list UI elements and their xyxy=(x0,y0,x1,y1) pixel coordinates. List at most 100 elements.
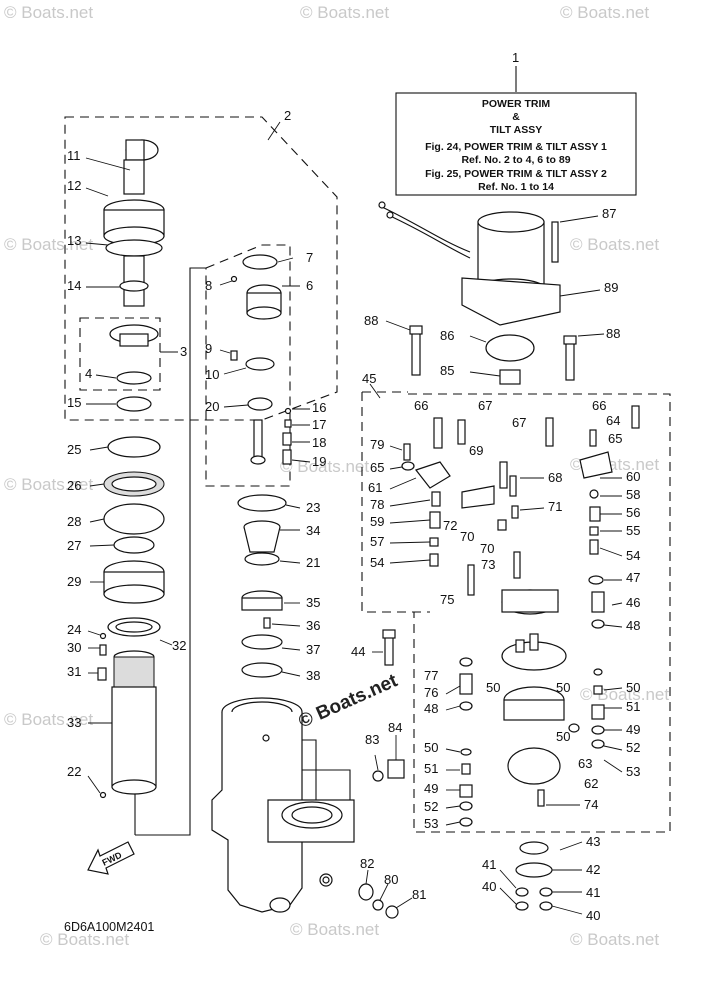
group-boundaries xyxy=(64,116,671,836)
title-line-4: Fig. 24, POWER TRIM & TILT ASSY 1 xyxy=(425,141,607,153)
callout-10: 10 xyxy=(205,367,219,382)
callout-16: 16 xyxy=(312,400,326,415)
callout-46: 46 xyxy=(626,595,640,610)
callout-54b: 54 xyxy=(626,548,640,563)
callout-35: 35 xyxy=(306,595,320,610)
callout-61: 61 xyxy=(368,480,382,495)
callout-81: 81 xyxy=(412,887,426,902)
callout-37: 37 xyxy=(306,642,320,657)
callout-65b: 65 xyxy=(370,460,384,475)
callout-33: 33 xyxy=(67,715,81,730)
callout-88b: 88 xyxy=(606,326,620,341)
callout-59: 59 xyxy=(370,514,384,529)
title-line-7: Ref. No. 1 to 14 xyxy=(478,181,554,193)
fwd-arrow: FWD xyxy=(87,841,135,875)
callout-51: 51 xyxy=(626,699,640,714)
callout-65: 65 xyxy=(608,431,622,446)
callout-50e: 50 xyxy=(424,740,438,755)
callout-71: 71 xyxy=(548,499,562,514)
tilt-ram-top xyxy=(103,139,165,412)
main-housing xyxy=(211,697,355,913)
callout-68: 68 xyxy=(548,470,562,485)
callout-53b: 53 xyxy=(424,816,438,831)
callout-40b: 40 xyxy=(586,908,600,923)
callout-30: 30 xyxy=(67,640,81,655)
title-line-5: Ref. No. 2 to 4, 6 to 89 xyxy=(461,154,570,166)
callout-36: 36 xyxy=(306,618,320,633)
tilt-cylinder-parts xyxy=(97,436,165,799)
callout-21: 21 xyxy=(306,555,320,570)
callout-50c: 50 xyxy=(626,680,640,695)
callout-49: 49 xyxy=(626,722,640,737)
watermark-text: © Boats.net xyxy=(300,3,389,22)
callout-80: 80 xyxy=(384,872,398,887)
callout-38: 38 xyxy=(306,668,320,683)
callout-89: 89 xyxy=(604,280,618,295)
callout-14: 14 xyxy=(67,278,81,293)
callout-70b: 70 xyxy=(480,541,494,556)
callout-79: 79 xyxy=(370,437,384,452)
title-line-6: Fig. 25, POWER TRIM & TILT ASSY 2 xyxy=(425,168,607,180)
callout-64: 64 xyxy=(606,413,620,428)
callout-7: 7 xyxy=(306,250,313,265)
watermark-text: © Boats.net xyxy=(290,920,379,939)
callout-55: 55 xyxy=(626,523,640,538)
callout-82: 82 xyxy=(360,856,374,871)
callout-67: 67 xyxy=(478,398,492,413)
callout-24: 24 xyxy=(67,622,81,637)
callout-85: 85 xyxy=(440,363,454,378)
callout-62: 62 xyxy=(584,776,598,791)
callout-41: 41 xyxy=(482,857,496,872)
callout-54: 54 xyxy=(370,555,384,570)
callout-4: 4 xyxy=(85,366,92,381)
callout-56: 56 xyxy=(626,505,640,520)
piston-parts xyxy=(237,494,287,678)
callout-53: 53 xyxy=(626,764,640,779)
callout-47: 47 xyxy=(626,570,640,585)
watermark-text: © Boats.net xyxy=(4,475,93,494)
callout-83: 83 xyxy=(365,732,379,747)
watermark-text: © Boats.net xyxy=(40,930,129,949)
callout-15: 15 xyxy=(67,395,81,410)
callout-50d: 50 xyxy=(556,729,570,744)
callout-50b: 50 xyxy=(556,680,570,695)
callout-34: 34 xyxy=(306,523,320,538)
callout-75: 75 xyxy=(440,592,454,607)
callout-74: 74 xyxy=(584,797,598,812)
watermark-text: © Boats.net xyxy=(570,930,659,949)
watermark-text: © Boats.net xyxy=(4,3,93,22)
title-line-3: TILT ASSY xyxy=(490,124,543,136)
watermark-text: © Boats.net xyxy=(560,3,649,22)
callout-28: 28 xyxy=(67,514,81,529)
callout-44: 44 xyxy=(351,644,365,659)
callout-67b: 67 xyxy=(512,415,526,430)
callout-66: 66 xyxy=(414,398,428,413)
callout-18: 18 xyxy=(312,435,326,450)
title-line-2: & xyxy=(512,111,520,123)
title-line-1: POWER TRIM xyxy=(482,98,550,110)
callout-73: 73 xyxy=(481,557,495,572)
valve-parts xyxy=(230,254,292,465)
callout-11: 11 xyxy=(67,148,81,163)
callout-50: 50 xyxy=(486,680,500,695)
callout-43: 43 xyxy=(586,834,600,849)
callout-20: 20 xyxy=(205,399,219,414)
callout-78: 78 xyxy=(370,497,384,512)
callout-69: 69 xyxy=(469,443,483,458)
callout-70: 70 xyxy=(460,529,474,544)
callout-57: 57 xyxy=(370,534,384,549)
callout-48: 48 xyxy=(626,618,640,633)
callout-63: 63 xyxy=(578,756,592,771)
leader-lines xyxy=(389,445,623,915)
callout-29: 29 xyxy=(67,574,81,589)
callout-52: 52 xyxy=(626,740,640,755)
callout-76: 76 xyxy=(424,685,438,700)
title-box: 1 POWER TRIM & TILT ASSY Fig. 24, POWER … xyxy=(395,50,637,196)
callout-32: 32 xyxy=(172,638,186,653)
callout-60: 60 xyxy=(626,469,640,484)
callout-1: 1 xyxy=(512,50,519,65)
callout-86: 86 xyxy=(440,328,454,343)
callout-51b: 51 xyxy=(424,761,438,776)
